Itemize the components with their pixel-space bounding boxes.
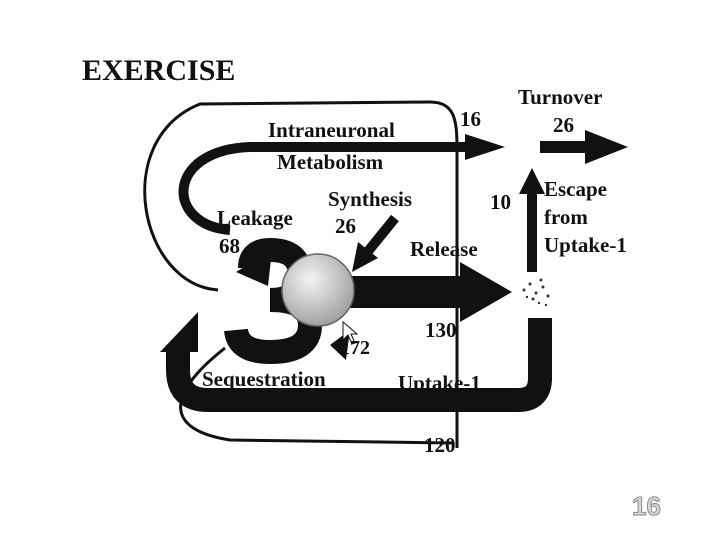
page-number: 16 bbox=[632, 491, 661, 521]
metabolism-arrow-shaft bbox=[178, 142, 470, 235]
turnover-arrow-shaft bbox=[540, 141, 588, 153]
leakage-arrowhead bbox=[236, 250, 272, 286]
uptake-arrowhead bbox=[160, 312, 198, 352]
vesicle bbox=[281, 253, 355, 327]
label-metabolism: Metabolism bbox=[277, 150, 384, 174]
label-turnover: Turnover bbox=[518, 85, 602, 109]
turnover-arrowhead bbox=[585, 130, 628, 164]
label-sequestration: Sequestration bbox=[202, 367, 326, 391]
value-bottom: 120 bbox=[424, 433, 456, 457]
value-synthesis: 26 bbox=[335, 214, 356, 238]
label-leakage: Leakage bbox=[217, 206, 293, 230]
lower-loop-line bbox=[179, 346, 453, 445]
uptake-arrow-shaft bbox=[166, 318, 552, 412]
value-release: 10 bbox=[490, 190, 511, 214]
escape-arrow-shaft bbox=[527, 190, 537, 272]
metabolism-arrowhead bbox=[465, 134, 505, 160]
value-leakage: 68 bbox=[219, 234, 240, 258]
release-arrow-shaft bbox=[345, 276, 465, 308]
label-release: Release bbox=[410, 237, 478, 261]
released-molecules bbox=[522, 278, 550, 307]
escape-arrowhead bbox=[519, 168, 545, 194]
synthesis-arrowhead bbox=[352, 242, 378, 272]
leakage-sequestration-loop bbox=[224, 237, 323, 365]
value-uptake: 130 bbox=[425, 318, 457, 342]
label-escape-3: Uptake-1 bbox=[544, 233, 627, 257]
label-escape-1: Escape bbox=[544, 177, 607, 201]
release-arrowhead bbox=[460, 262, 512, 322]
cursor-arrow-icon bbox=[342, 320, 359, 345]
slide-title: EXERCISE bbox=[82, 54, 235, 87]
label-uptake: Uptake-1 bbox=[398, 371, 481, 395]
value-turnover: 26 bbox=[553, 113, 574, 137]
label-synthesis: Synthesis bbox=[328, 187, 412, 211]
synthesis-arrow-shaft bbox=[361, 214, 399, 259]
outer-loop-line bbox=[143, 100, 459, 448]
label-escape-2: from bbox=[544, 205, 588, 229]
value-sequestration: 172 bbox=[340, 337, 370, 359]
label-intraneuronal: Intraneuronal bbox=[268, 118, 395, 142]
value-intraneuronal: 16 bbox=[460, 107, 481, 131]
